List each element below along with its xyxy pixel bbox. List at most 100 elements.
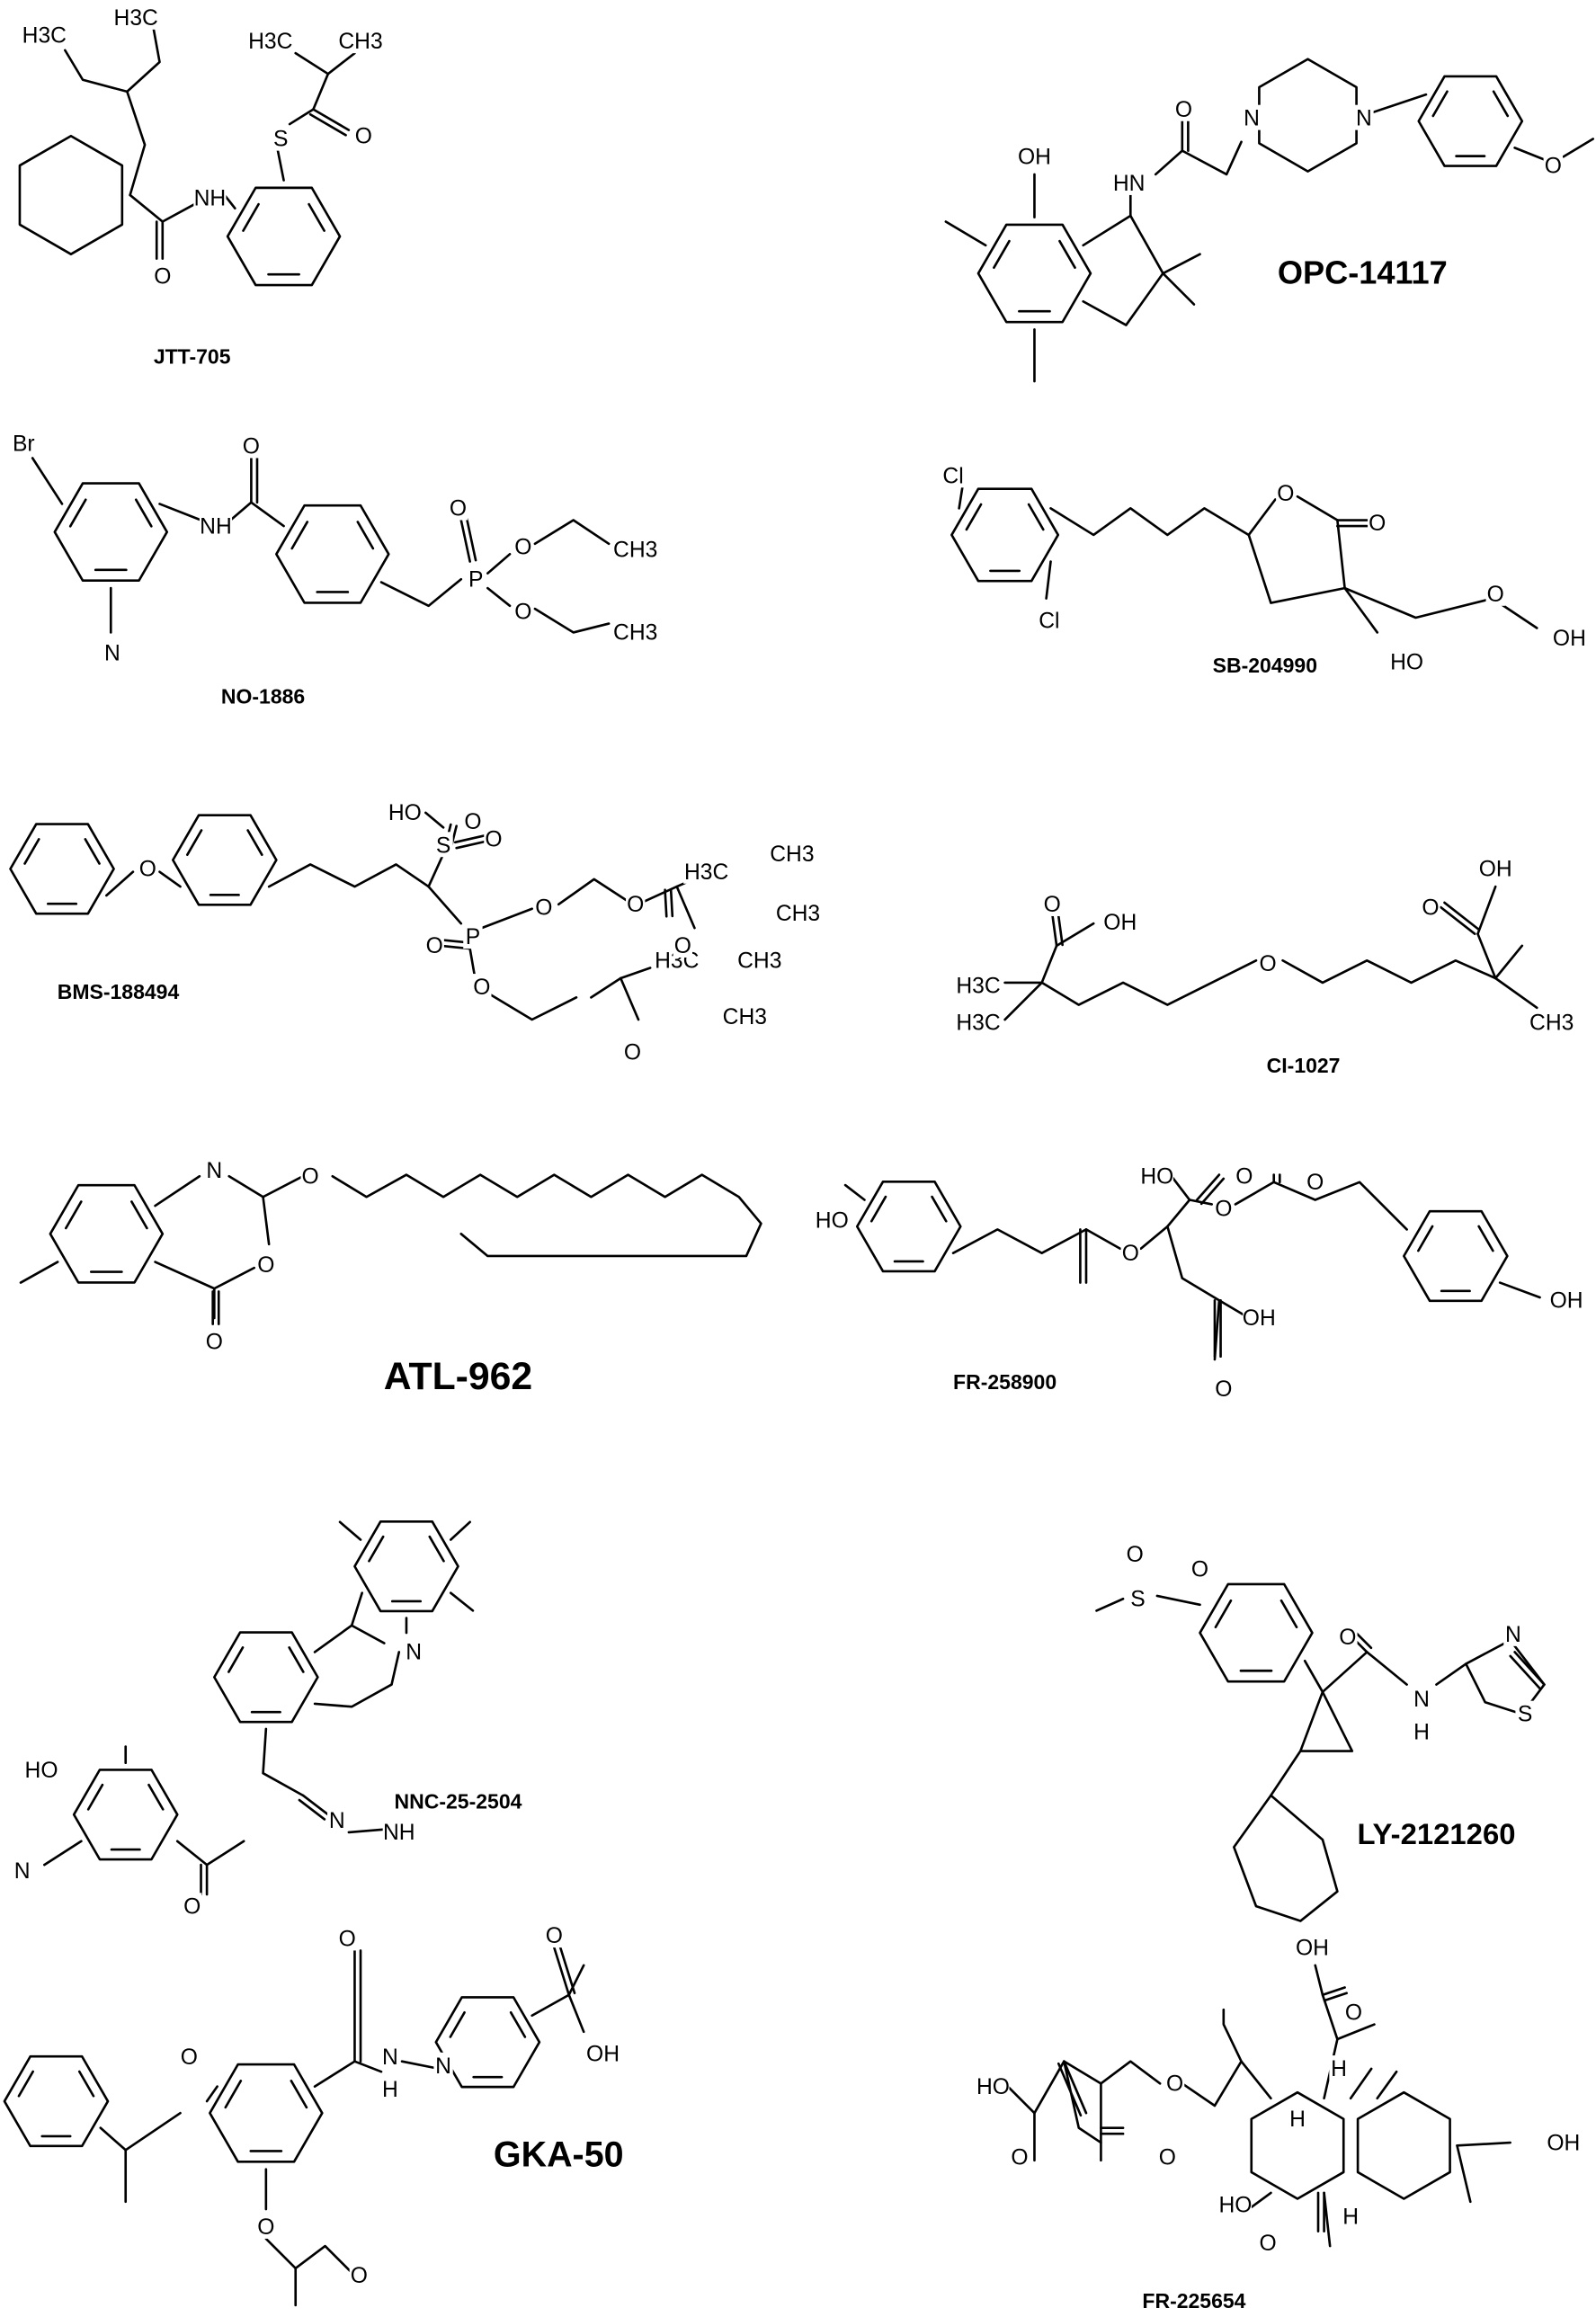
atom-label: O [1166, 2072, 1183, 2097]
bond [340, 1522, 361, 1540]
aromatic-ring [276, 505, 388, 602]
atom-label: CH3 [776, 902, 820, 926]
compound-name: CI-1027 [1267, 1054, 1341, 1077]
bond [349, 1830, 384, 1832]
bond [1182, 2062, 1271, 2106]
atom-label: Br [13, 432, 35, 456]
atom-label: O [1044, 893, 1061, 917]
atom-label: O [1369, 512, 1386, 536]
atom-label: O [1260, 2232, 1277, 2256]
double-bond [70, 500, 85, 527]
atom-label: O [1235, 1164, 1253, 1189]
bond [1478, 887, 1496, 934]
aromatic-ring [74, 1769, 177, 1859]
ring [1358, 2092, 1449, 2198]
bond [1495, 946, 1522, 978]
bond [278, 151, 284, 181]
atom-label: O [154, 265, 171, 290]
bond [315, 2062, 381, 2087]
double-bond [226, 2081, 241, 2108]
aromatic-ring [951, 489, 1057, 581]
bond [1096, 1599, 1123, 1610]
atom-label: CH3 [1529, 1011, 1574, 1036]
bond [487, 554, 510, 573]
bond [1051, 508, 1249, 535]
double-bond [871, 1197, 886, 1221]
bond [569, 1995, 584, 2032]
bond [482, 909, 532, 928]
bond-skeleton [845, 1175, 1539, 1359]
atom-label: H [1331, 2057, 1347, 2081]
bond-skeleton [946, 59, 1593, 381]
bond [429, 887, 461, 923]
bond [532, 1965, 584, 2016]
atom-label: N [382, 2045, 398, 2070]
bond [315, 1626, 352, 1653]
bond [130, 195, 195, 222]
ring [1259, 59, 1356, 172]
compound-name: ATL-962 [384, 1355, 532, 1398]
atom-label: H3C [684, 860, 728, 885]
bond [535, 521, 609, 544]
aromatic-ring [210, 2064, 322, 2161]
atom-label: O [485, 828, 502, 852]
bond [1305, 1661, 1323, 1692]
atom-label: OH [1296, 1936, 1329, 1960]
atom-label: CH3 [770, 842, 814, 867]
atom-label: O [535, 896, 552, 920]
atom-label: N [1413, 1688, 1430, 1712]
atom-label: HO [816, 1209, 849, 1234]
atom-label: O [426, 934, 443, 958]
bond [1495, 978, 1537, 1008]
atom-label: OH [1018, 145, 1051, 169]
double-bond [66, 1201, 81, 1228]
atom-label: O [1127, 1543, 1144, 1567]
atom-label: O [1011, 2146, 1028, 2170]
atom-label: O [302, 1164, 319, 1189]
double-bond [291, 2081, 307, 2108]
bond [1005, 946, 1057, 983]
atom-label: OH [1553, 627, 1586, 651]
atom-label: O [1545, 154, 1562, 178]
atom-label: H3C [248, 30, 292, 54]
bond [1564, 138, 1593, 156]
atom-label: O [1159, 2146, 1176, 2170]
atom-label: Cl [942, 464, 963, 488]
bond [1337, 2025, 1374, 2039]
double-bond [131, 1201, 147, 1228]
double-bond [290, 1647, 304, 1671]
structure-nnc-25-2504: NHONNNHONNC-25-2504 [13, 1521, 522, 1919]
atom-label: S [273, 128, 288, 152]
bond [315, 1652, 399, 1707]
atom-label: O [139, 858, 156, 882]
double-bond [358, 521, 373, 548]
atom-label: H [1342, 2205, 1359, 2229]
double-bond [1281, 1600, 1297, 1627]
atom-label: H [1289, 2108, 1306, 2132]
bond [845, 1185, 864, 1199]
atom-label: NH [200, 514, 232, 539]
atom-label: H [1413, 1720, 1430, 1744]
atom-label: N [435, 2054, 451, 2079]
bond [487, 588, 510, 606]
bond [1042, 960, 1256, 1004]
double-bond [187, 830, 201, 854]
bond [425, 813, 443, 827]
atom-label: N [406, 1641, 422, 1665]
aromatic-ring [1200, 1584, 1313, 1681]
bond [535, 609, 609, 632]
atom-label: O [183, 1894, 201, 1919]
bond-skeleton [1096, 1584, 1544, 1921]
double-bond [248, 830, 263, 854]
double-bond [450, 2012, 465, 2036]
atom-label: CH3 [723, 1005, 767, 1029]
atom-label: HO [1390, 651, 1423, 675]
atom-label: N [104, 642, 120, 666]
ring [20, 136, 122, 254]
atom-label: O [674, 934, 691, 958]
atom-label: CH3 [338, 30, 382, 54]
atom-label: N [1244, 107, 1260, 131]
atom-label: O [181, 2045, 198, 2070]
bond [429, 854, 443, 887]
double-bond [369, 1537, 383, 1561]
